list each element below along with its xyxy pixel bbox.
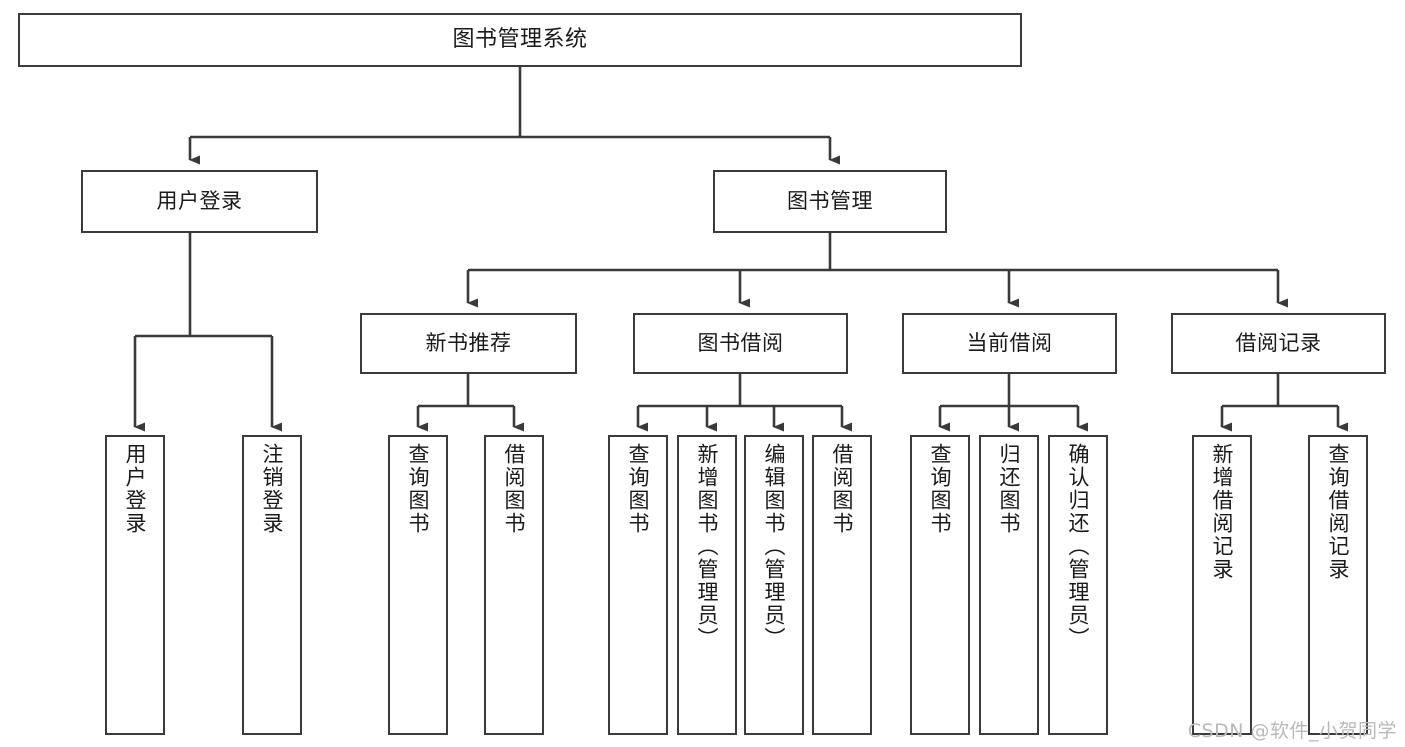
node-user-login[interactable]: 用户登录 (81, 170, 318, 233)
node-leaf-user-login[interactable]: 用户登录 (105, 435, 165, 735)
node-leaf-add-borrow-record-label: 新增借阅记录 (1210, 443, 1235, 581)
watermark-text: CSDN @软件_小贺同学 (1187, 720, 1397, 742)
node-leaf-edit-book-admin[interactable]: 编辑图书（管理员） (744, 435, 804, 735)
node-leaf-confirm-return-admin[interactable]: 确认归还（管理员） (1048, 435, 1108, 735)
node-leaf-query-book-borrow-label: 查询图书 (626, 443, 651, 535)
node-root[interactable]: 图书管理系统 (18, 13, 1022, 67)
node-book-management[interactable]: 图书管理 (713, 170, 947, 233)
node-leaf-return-book[interactable]: 归还图书 (979, 435, 1039, 735)
node-leaf-logout-label: 注销登录 (260, 443, 285, 535)
node-book-borrow[interactable]: 图书借阅 (633, 313, 848, 374)
node-leaf-add-book-admin-label: 新增图书（管理员） (695, 443, 720, 650)
node-leaf-query-borrow-record[interactable]: 查询借阅记录 (1308, 435, 1368, 735)
node-leaf-borrow-book[interactable]: 借阅图书 (812, 435, 872, 735)
node-leaf-query-book-recommend[interactable]: 查询图书 (388, 435, 448, 735)
node-new-book-recommend[interactable]: 新书推荐 (360, 313, 577, 374)
node-current-borrow[interactable]: 当前借阅 (902, 313, 1117, 374)
node-leaf-add-book-admin[interactable]: 新增图书（管理员） (677, 435, 737, 735)
node-leaf-confirm-return-admin-label: 确认归还（管理员） (1066, 443, 1091, 650)
node-book-management-label: 图书管理 (787, 189, 873, 214)
node-leaf-query-book-current-label: 查询图书 (928, 443, 953, 535)
node-leaf-edit-book-admin-label: 编辑图书（管理员） (762, 443, 787, 650)
node-current-borrow-label: 当前借阅 (966, 331, 1053, 356)
node-book-borrow-label: 图书借阅 (697, 331, 784, 356)
node-leaf-query-book-borrow[interactable]: 查询图书 (608, 435, 668, 735)
node-leaf-query-book-recommend-label: 查询图书 (406, 443, 431, 535)
node-leaf-borrow-book-recommend-label: 借阅图书 (502, 443, 527, 535)
node-root-label: 图书管理系统 (452, 27, 588, 53)
node-leaf-add-borrow-record[interactable]: 新增借阅记录 (1192, 435, 1252, 735)
node-leaf-return-book-label: 归还图书 (997, 443, 1022, 535)
node-leaf-borrow-book-recommend[interactable]: 借阅图书 (484, 435, 544, 735)
node-borrow-record-label: 借阅记录 (1235, 331, 1322, 356)
node-leaf-user-login-label: 用户登录 (123, 443, 148, 535)
node-leaf-query-borrow-record-label: 查询借阅记录 (1326, 443, 1351, 581)
node-user-login-label: 用户登录 (156, 189, 243, 214)
node-leaf-borrow-book-label: 借阅图书 (830, 443, 855, 535)
node-borrow-record[interactable]: 借阅记录 (1171, 313, 1386, 374)
node-leaf-query-book-current[interactable]: 查询图书 (910, 435, 970, 735)
node-new-book-recommend-label: 新书推荐 (425, 331, 512, 356)
node-leaf-logout[interactable]: 注销登录 (242, 435, 302, 735)
